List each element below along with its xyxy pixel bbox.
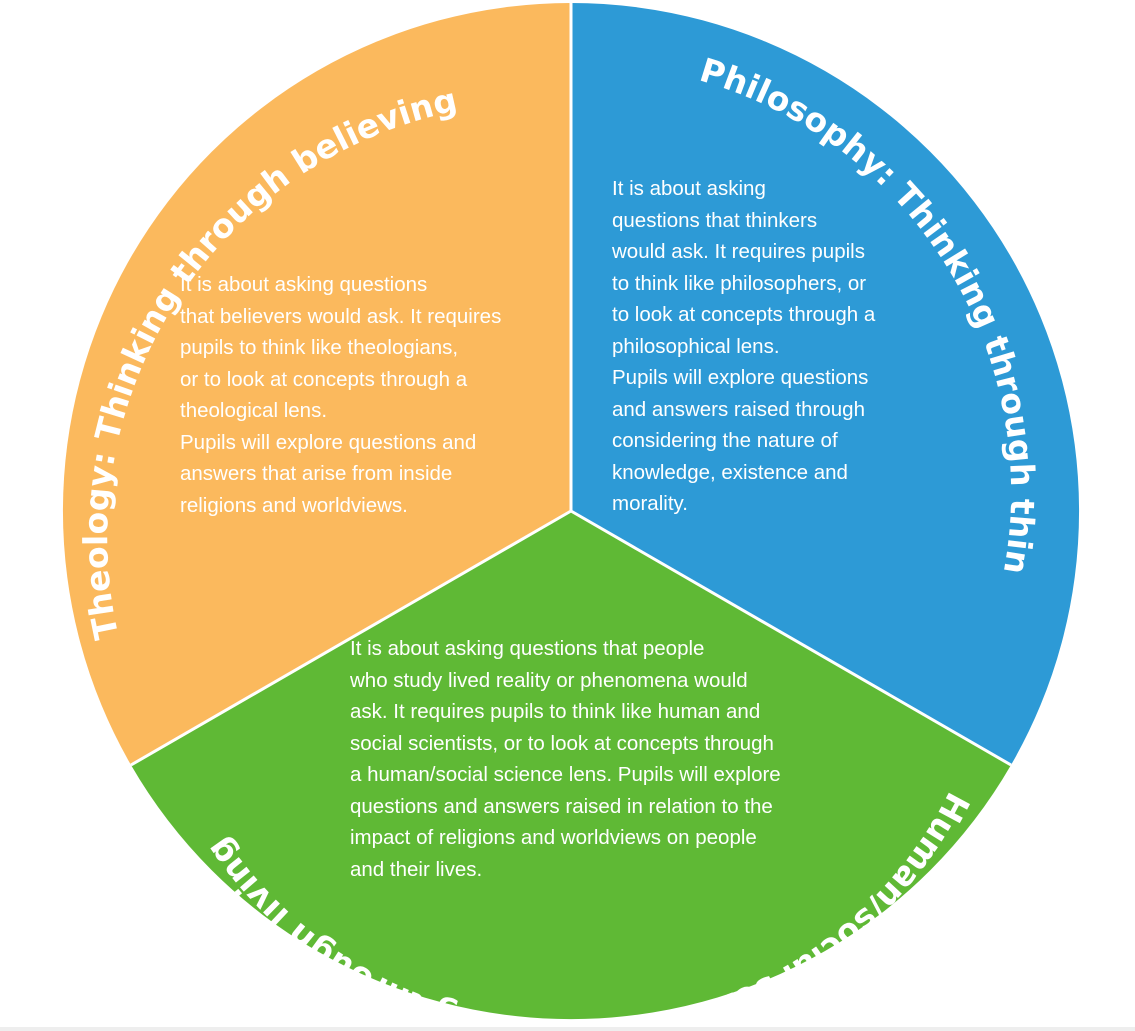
social-description: It is about asking questions that people… (350, 637, 781, 881)
philosophy-segment (571, 2, 1080, 765)
theology-segment (62, 2, 571, 765)
philosophy-description: It is about asking questions that thinke… (612, 177, 876, 515)
segment-dividers (130, 3, 1012, 767)
theology-description: It is about asking questions that believ… (180, 273, 502, 517)
bottom-border (0, 1027, 1135, 1031)
